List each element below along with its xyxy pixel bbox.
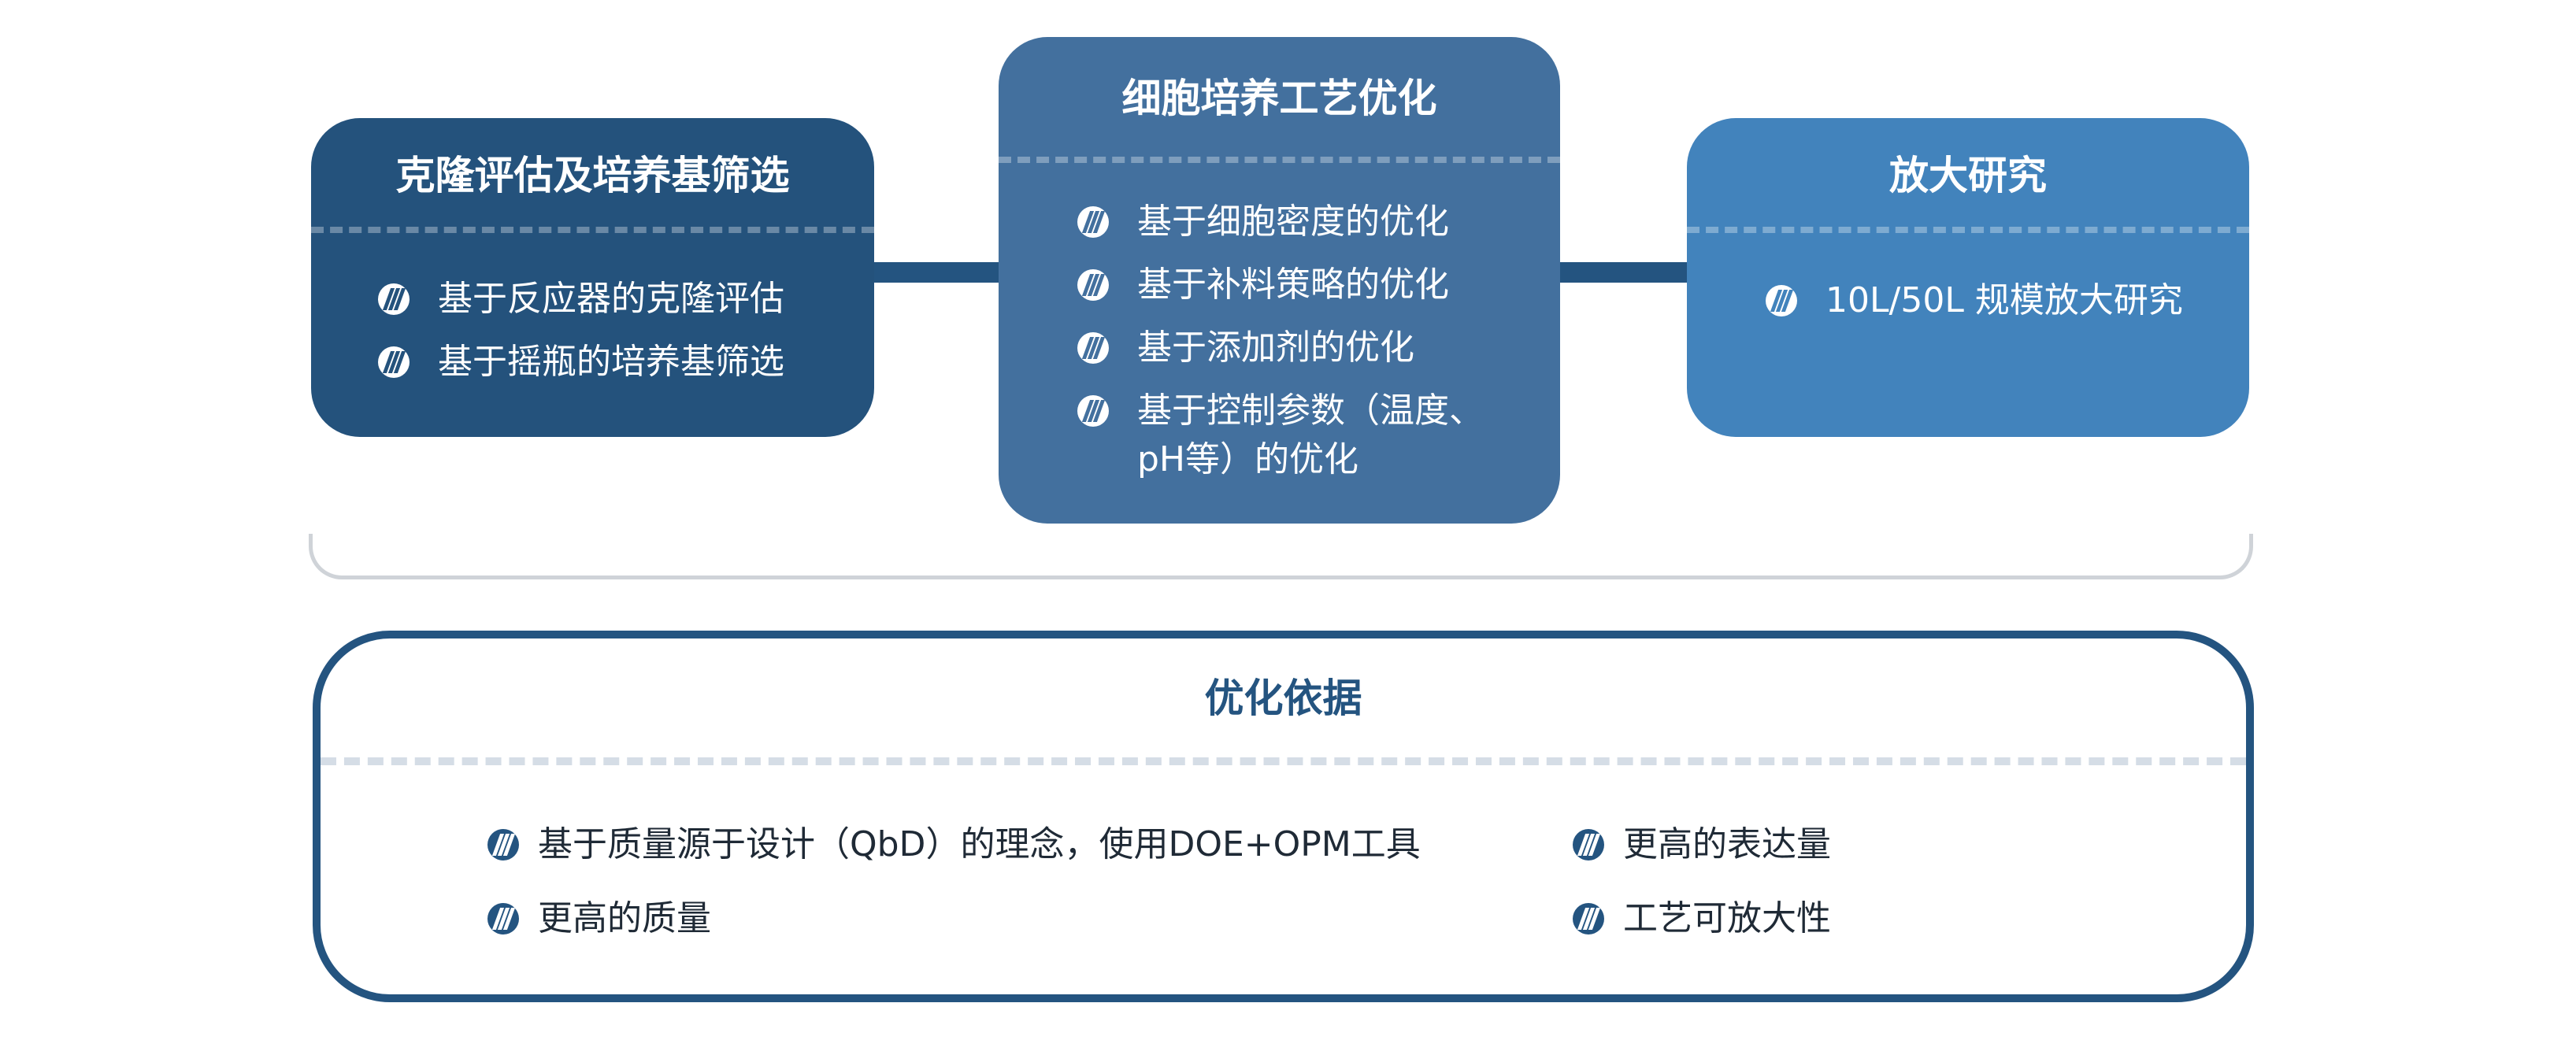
clone-evaluation-card: 克隆评估及培养基筛选 基于反应器的克隆评估 基于摇瓶的培养基筛选 [311, 118, 874, 437]
list-item-label: 基于细胞密度的优化 [1137, 202, 1449, 242]
slanted-stripes-icon [487, 829, 519, 860]
grouping-bracket [309, 534, 2253, 579]
list-item: 更高的质量 [487, 882, 1421, 956]
process-card-title: 细胞培养工艺优化 [1121, 76, 1437, 121]
slanted-stripes-icon [1573, 829, 1604, 860]
slanted-stripes-icon [378, 283, 410, 315]
basis-divider [321, 757, 2246, 765]
slanted-stripes-icon [1077, 206, 1109, 238]
clone-card-title: 克隆评估及培养基筛选 [395, 153, 790, 198]
list-item-label: 基于添加剂的优化 [1137, 328, 1414, 368]
basis-right-list: 更高的表达量 工艺可放大性 [1573, 808, 1831, 956]
list-item-label: 基于反应器的克隆评估 [438, 279, 784, 319]
list-item: 基于控制参数（温度、pH等）的优化 [1077, 379, 1560, 484]
slanted-stripes-icon [1077, 269, 1109, 301]
clone-card-list: 基于反应器的克隆评估 基于摇瓶的培养基筛选 [311, 268, 874, 394]
list-item: 基于细胞密度的优化 [1077, 191, 1560, 254]
scale-card-title: 放大研究 [1889, 153, 2047, 198]
list-item-label: 基于控制参数（温度、pH等）的优化 [1137, 390, 1484, 479]
scale-up-card: 放大研究 10L/50L 规模放大研究 [1687, 118, 2249, 437]
list-item: 基于摇瓶的培养基筛选 [378, 331, 874, 394]
list-item-label: 基于质量源于设计（QbD）的理念，使用DOE+OPM工具 [538, 824, 1421, 864]
list-item: 基于反应器的克隆评估 [378, 268, 874, 331]
list-item-label: 10L/50L 规模放大研究 [1825, 280, 2183, 320]
list-item-label: 工艺可放大性 [1623, 898, 1831, 938]
slanted-stripes-icon [378, 346, 410, 378]
list-item-label: 基于摇瓶的培养基筛选 [438, 342, 784, 382]
list-item: 基于添加剂的优化 [1077, 316, 1560, 379]
slanted-stripes-icon [487, 903, 519, 935]
list-item-label: 更高的质量 [538, 898, 711, 938]
list-item: 更高的表达量 [1573, 808, 1831, 882]
list-item: 基于补料策略的优化 [1077, 254, 1560, 316]
slanted-stripes-icon [1573, 903, 1604, 935]
card-divider [999, 157, 1560, 163]
card-divider [1687, 227, 2249, 233]
list-item: 基于质量源于设计（QbD）的理念，使用DOE+OPM工具 [487, 808, 1421, 882]
basis-left-list: 基于质量源于设计（QbD）的理念，使用DOE+OPM工具 更高的质量 [487, 808, 1421, 956]
process-optimization-card: 细胞培养工艺优化 基于细胞密度的优化 基于补料策略的优化 基于添加剂的优化 基于… [999, 37, 1560, 524]
list-item: 工艺可放大性 [1573, 882, 1831, 956]
list-item: 10L/50L 规模放大研究 [1766, 269, 2249, 332]
slanted-stripes-icon [1077, 395, 1109, 427]
basis-title: 优化依据 [1204, 675, 1362, 721]
slanted-stripes-icon [1077, 332, 1109, 364]
slanted-stripes-icon [1766, 285, 1797, 316]
process-card-list: 基于细胞密度的优化 基于补料策略的优化 基于添加剂的优化 基于控制参数（温度、p… [999, 191, 1560, 484]
list-item-label: 更高的表达量 [1623, 824, 1831, 864]
scale-card-list: 10L/50L 规模放大研究 [1687, 269, 2249, 332]
list-item-label: 基于补料策略的优化 [1137, 265, 1449, 305]
card-divider [311, 227, 874, 233]
optimization-basis-panel: 优化依据 基于质量源于设计（QbD）的理念，使用DOE+OPM工具 更高的质量 … [313, 631, 2254, 1002]
